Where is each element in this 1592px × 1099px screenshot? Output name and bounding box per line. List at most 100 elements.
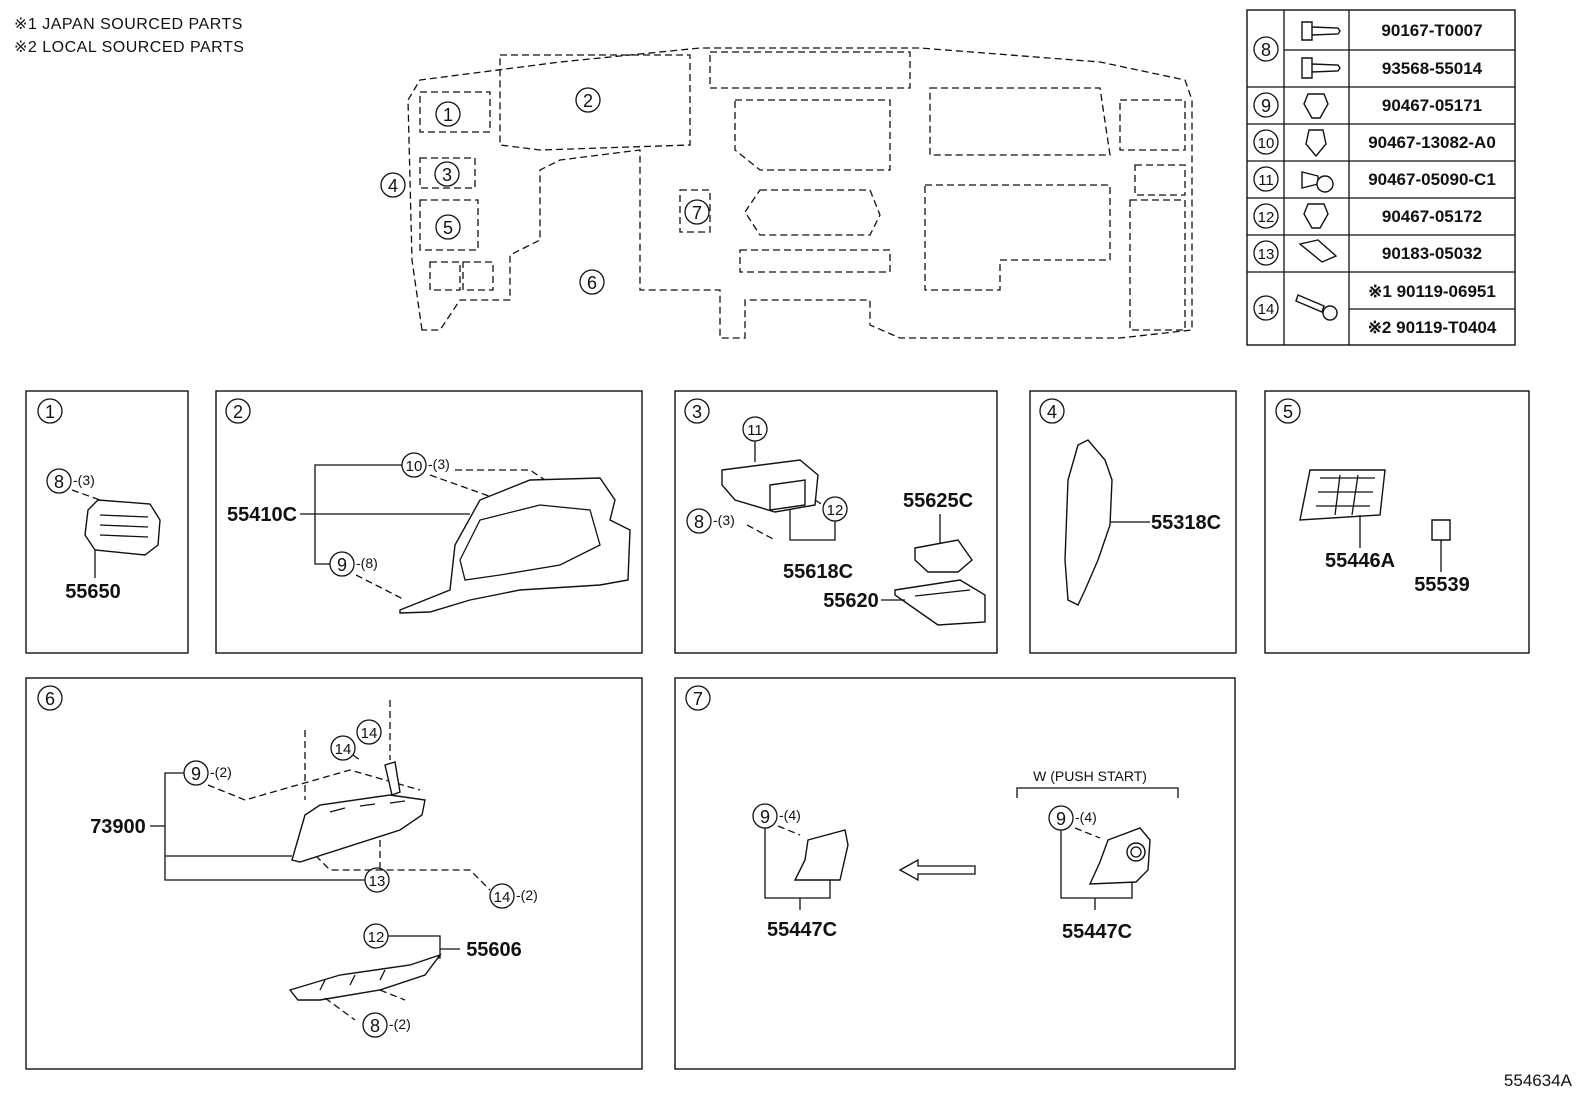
svg-text:-(2): -(2) bbox=[210, 764, 232, 780]
table-part-90167-T0007: 90167-T0007 bbox=[1381, 21, 1482, 40]
svg-text:-(3): -(3) bbox=[713, 512, 735, 528]
svg-text:7: 7 bbox=[692, 203, 702, 223]
table-part-90183-05032: 90183-05032 bbox=[1382, 244, 1482, 263]
svg-text:14: 14 bbox=[335, 741, 352, 758]
overview-callout-7: 7 bbox=[684, 199, 710, 225]
svg-text:8: 8 bbox=[370, 1016, 380, 1036]
part-55446A: 55446A bbox=[1325, 550, 1395, 572]
part-55650: 55650 bbox=[65, 581, 121, 603]
panel-6: 6 9 -(2) 14 14 13 14 -(2) 73900 12 55606… bbox=[25, 677, 643, 1070]
svg-text:9: 9 bbox=[191, 764, 201, 784]
svg-text:-(2): -(2) bbox=[516, 887, 538, 903]
svg-text:13: 13 bbox=[1258, 246, 1275, 263]
part-55618C: 55618C bbox=[783, 561, 853, 583]
dashboard-overview bbox=[407, 47, 1193, 339]
part-55447C-push-start: 55447C bbox=[1062, 921, 1132, 943]
svg-text:10: 10 bbox=[1258, 135, 1275, 152]
panel-2: 2 10 -(3) 9 -(8) 55410C bbox=[215, 390, 643, 654]
table-ref-13: 13 bbox=[1253, 240, 1279, 266]
svg-text:9: 9 bbox=[1261, 96, 1271, 116]
table-ref-11: 11 bbox=[1253, 166, 1279, 192]
overview-callout-4: 4 bbox=[380, 172, 406, 198]
svg-text:-(8): -(8) bbox=[356, 555, 378, 571]
panel-1: 1 8 -(3) 55650 bbox=[25, 390, 189, 654]
svg-text:5: 5 bbox=[1283, 402, 1293, 422]
variant-push-start: W (PUSH START) bbox=[1033, 768, 1147, 784]
svg-text:-(4): -(4) bbox=[1075, 809, 1097, 825]
part-55539: 55539 bbox=[1414, 574, 1470, 596]
svg-text:9: 9 bbox=[760, 807, 770, 827]
part-55447C-standard: 55447C bbox=[767, 919, 837, 941]
panel-7: 7 9 -(4) 55447C W (PUSH START) 9 -(4) 55… bbox=[674, 677, 1236, 1070]
svg-text:10: 10 bbox=[406, 458, 423, 475]
overview-callout-5: 5 bbox=[435, 214, 461, 240]
table-part-90119-06951: ※1 90119-06951 bbox=[1368, 282, 1496, 301]
nut-icon bbox=[1298, 239, 1338, 263]
svg-text:5: 5 bbox=[443, 218, 453, 238]
panel-5: 5 55446A 55539 bbox=[1264, 390, 1530, 654]
svg-text:3: 3 bbox=[442, 165, 452, 185]
svg-text:9: 9 bbox=[337, 555, 347, 575]
part-55606: 55606 bbox=[466, 939, 522, 961]
svg-text:12: 12 bbox=[368, 929, 385, 946]
svg-text:-(3): -(3) bbox=[73, 472, 95, 488]
svg-text:-(2): -(2) bbox=[389, 1016, 411, 1032]
svg-text:1: 1 bbox=[45, 402, 55, 422]
svg-text:11: 11 bbox=[747, 422, 763, 439]
clip-icon bbox=[1303, 93, 1329, 119]
part-55625C: 55625C bbox=[903, 490, 973, 512]
fastener-table bbox=[1246, 9, 1516, 346]
svg-text:8: 8 bbox=[1261, 40, 1271, 60]
table-ref-8: 8 bbox=[1253, 36, 1279, 62]
part-55318C: 55318C bbox=[1151, 512, 1221, 534]
screw-icon bbox=[1301, 21, 1341, 41]
svg-text:6: 6 bbox=[45, 689, 55, 709]
table-ref-14: 14 bbox=[1253, 295, 1279, 321]
table-ref-12: 12 bbox=[1253, 203, 1279, 229]
table-ref-10: 10 bbox=[1253, 129, 1279, 155]
table-part-90467-05172: 90467-05172 bbox=[1382, 207, 1482, 226]
panel-4: 4 55318C bbox=[1029, 390, 1237, 654]
svg-text:-(4): -(4) bbox=[779, 807, 801, 823]
pin-icon bbox=[1301, 171, 1334, 193]
clip-icon bbox=[1303, 203, 1329, 229]
svg-text:8: 8 bbox=[54, 472, 64, 492]
svg-text:6: 6 bbox=[587, 273, 597, 293]
svg-text:4: 4 bbox=[388, 176, 398, 196]
overview-callout-1: 1 bbox=[435, 101, 461, 127]
table-ref-9: 9 bbox=[1253, 92, 1279, 118]
svg-text:2: 2 bbox=[233, 402, 243, 422]
diagram-code: 554634A bbox=[1503, 1071, 1572, 1090]
table-part-90467-13082-A0: 90467-13082-A0 bbox=[1368, 133, 1496, 152]
panel-3: 3 11 12 8 -(3) 55618C 55625C 55620 bbox=[674, 390, 998, 654]
svg-text:1: 1 bbox=[443, 105, 453, 125]
note-local-sourced: ※2 LOCAL SOURCED PARTS bbox=[14, 39, 245, 56]
svg-text:12: 12 bbox=[827, 502, 844, 519]
clip-icon bbox=[1305, 129, 1327, 158]
overview-callout-3: 3 bbox=[434, 161, 460, 187]
svg-text:2: 2 bbox=[583, 91, 593, 111]
bolt-icon bbox=[1295, 294, 1338, 321]
table-part-90467-05090-C1: 90467-05090-C1 bbox=[1368, 170, 1496, 189]
svg-text:14: 14 bbox=[494, 889, 511, 906]
part-73900: 73900 bbox=[90, 816, 146, 838]
svg-text:9: 9 bbox=[1056, 809, 1066, 829]
overview-callout-6: 6 bbox=[579, 269, 605, 295]
note-japan-sourced: ※1 JAPAN SOURCED PARTS bbox=[14, 16, 243, 33]
svg-text:-(3): -(3) bbox=[428, 456, 450, 472]
svg-text:14: 14 bbox=[361, 725, 378, 742]
svg-text:4: 4 bbox=[1047, 402, 1057, 422]
table-part-93568-55014: 93568-55014 bbox=[1382, 59, 1483, 78]
part-55620: 55620 bbox=[823, 590, 879, 612]
svg-text:12: 12 bbox=[1258, 209, 1275, 226]
svg-text:14: 14 bbox=[1258, 301, 1275, 318]
svg-text:7: 7 bbox=[693, 689, 703, 709]
svg-text:11: 11 bbox=[1258, 172, 1274, 189]
svg-text:3: 3 bbox=[692, 402, 702, 422]
svg-text:8: 8 bbox=[694, 512, 704, 532]
table-part-90119-T0404: ※2 90119-T0404 bbox=[1368, 318, 1497, 337]
part-55410C: 55410C bbox=[227, 504, 297, 526]
svg-text:13: 13 bbox=[369, 873, 386, 890]
screw-icon bbox=[1301, 57, 1341, 79]
